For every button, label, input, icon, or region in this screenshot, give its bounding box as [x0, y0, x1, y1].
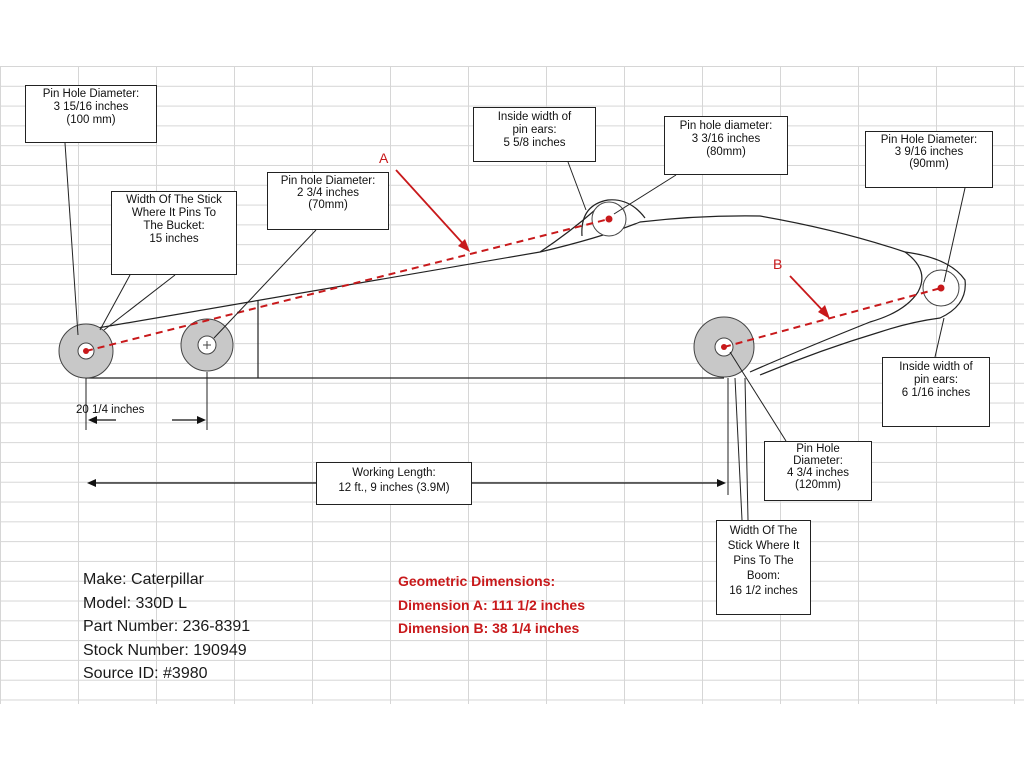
stick-ear-upper	[581, 199, 646, 237]
geometric-dimensions	[85, 169, 942, 352]
pin-spacing-label: 20 1/4 inches	[76, 404, 145, 416]
working-length-arrowhead-left	[87, 479, 96, 487]
callout-pin-hole-bucket: Pin Hole Diameter: 3 15/16 inches (100 m…	[25, 85, 157, 143]
pin-bosses	[58, 201, 960, 379]
model-text: Model: 330D L	[83, 594, 188, 612]
dimension-a-arrowhead	[458, 239, 470, 252]
stick-ear-right	[879, 251, 966, 333]
dimension-a-leader	[395, 169, 467, 248]
dimension-a-letter: A	[379, 150, 389, 166]
pin-spacing-arrowhead-left	[88, 416, 97, 424]
leader-pin-hole-link	[213, 229, 317, 339]
callout-inside-width-cylinder: Inside width of pin ears: 6 1/16 inches	[882, 357, 990, 427]
part-number-text: Part Number: 236-8391	[83, 618, 251, 635]
part-info: Make: Caterpillar Model: 330D L Part Num…	[83, 568, 250, 686]
callout-pin-hole-link: Pin hole Diameter: 2 3/4 inches (70mm)	[267, 172, 389, 230]
callout-inside-width-upper: Inside width of pin ears: 5 5/8 inches	[473, 107, 596, 162]
cylinder-pin-center	[937, 284, 945, 292]
dimension-a-text: Dimension A: 111 1/2 inches	[398, 596, 586, 613]
stick-underside-right	[759, 331, 881, 376]
spreadsheet-grid-background	[0, 66, 1024, 704]
dimension-b-leader	[789, 275, 827, 315]
leader-inside-width-upper	[567, 161, 587, 211]
dimension-a-line	[85, 218, 610, 352]
source-id-text: Source ID: #3980	[83, 665, 208, 682]
leader-stick-width-bucket-2	[103, 274, 176, 331]
dimension-arrows	[87, 416, 726, 487]
dimension-b-line	[723, 287, 942, 348]
dimension-b-arrowhead	[818, 305, 830, 319]
stick-outline	[85, 199, 966, 379]
stock-number-text: Stock Number: 190949	[83, 641, 247, 659]
leader-stick-width-bucket-1	[99, 274, 131, 331]
make-text: Make: Caterpillar	[83, 571, 204, 588]
leader-stick-width-boom-2	[744, 377, 749, 521]
leader-pin-hole-cylinder	[943, 187, 966, 283]
stick-inner-edge	[539, 209, 596, 253]
upper-pin-center	[605, 215, 613, 223]
geometric-title: Geometric Dimensions:	[398, 573, 556, 589]
callout-working-length: Working Length: 12 ft., 9 inches (3.9M)	[316, 462, 472, 505]
stick-top-edge	[85, 215, 906, 331]
callout-pin-hole-cylinder: Pin Hole Diameter: 3 9/16 inches (90mm)	[865, 131, 993, 188]
callout-leaders	[64, 142, 966, 521]
pin-spacing-arrowhead-right	[197, 416, 206, 424]
leader-stick-width-boom-1	[734, 377, 743, 521]
leader-inside-width-cylinder	[934, 317, 945, 358]
leader-pin-hole-boom	[729, 351, 787, 442]
dimension-b-letter: B	[773, 256, 783, 272]
stick-nose-right	[749, 251, 923, 373]
callout-stick-width-boom: Width Of The Stick Where It Pins To The …	[716, 520, 811, 615]
dimension-b-text: Dimension B: 38 1/4 inches	[398, 620, 580, 636]
working-length-arrowhead-right	[717, 479, 726, 487]
callout-stick-width-bucket: Width Of The Stick Where It Pins To The …	[111, 191, 237, 275]
leader-pin-hole-bucket	[64, 142, 79, 336]
callout-pin-hole-boom: Pin Hole Diameter: 4 3/4 inches (120mm)	[764, 441, 872, 501]
leader-pin-hole-upper	[613, 174, 677, 215]
geometric-dimensions-info: Geometric Dimensions: Dimension A: 111 1…	[398, 570, 585, 641]
callout-pin-hole-upper: Pin hole diameter: 3 3/16 inches (80mm)	[664, 116, 788, 175]
